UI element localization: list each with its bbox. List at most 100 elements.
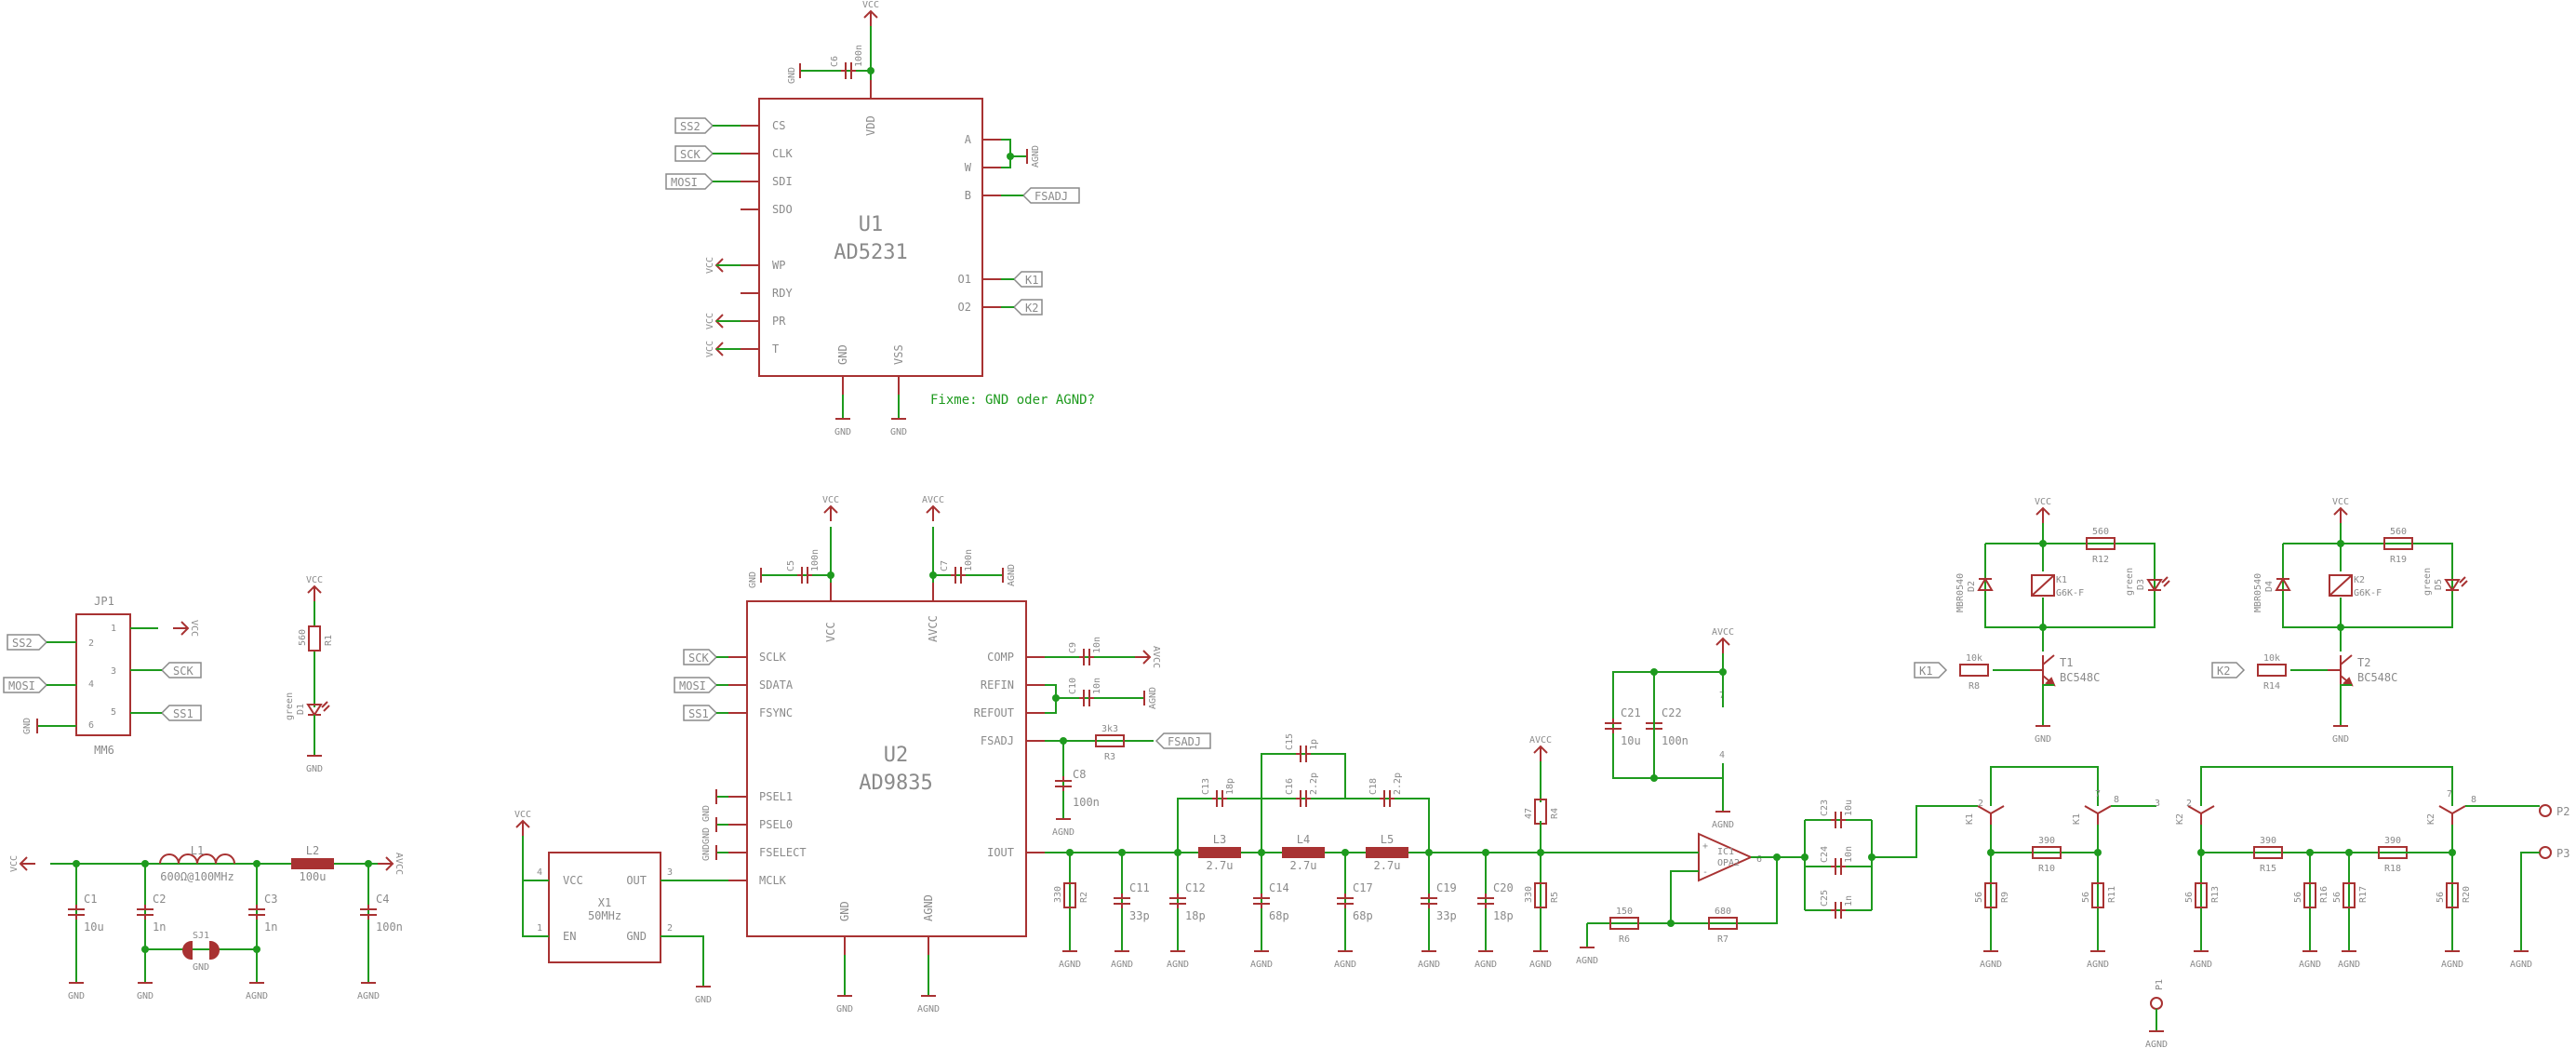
pin-number: 2 <box>1978 799 1983 809</box>
ground-label: AGND <box>1712 820 1734 830</box>
net-flag-sck: SCK <box>683 649 718 665</box>
ind-value: 100u <box>300 870 327 883</box>
cap-value: 10u <box>1844 799 1854 816</box>
ground-label: GND GND <box>701 805 712 844</box>
pin-label: PR <box>772 315 786 328</box>
ground-label: GND <box>2332 734 2349 745</box>
ground-symbol: AGND <box>2087 950 2109 970</box>
pin-label: A <box>965 133 972 146</box>
pin-label: FSELECT <box>759 846 807 859</box>
pin-number: 3 <box>111 666 116 677</box>
ground-symbol: AGND <box>1250 950 1273 970</box>
opamp-minus: - <box>1702 867 1708 878</box>
res-name: R12 <box>2092 555 2109 565</box>
relay-name: K2 <box>2354 575 2365 585</box>
ground-symbol: AGND <box>2338 950 2360 970</box>
transistor-value: BC548C <box>2357 671 2397 684</box>
supply-label: VCC <box>2332 497 2349 507</box>
net-flag-mosi: MOSI <box>665 173 714 190</box>
cap-value: 2.2p <box>1309 773 1319 795</box>
ground-symbol: AGND <box>2510 950 2532 970</box>
diode-value: MBR0540 <box>1955 573 1966 612</box>
cap-name: C22 <box>1662 706 1682 719</box>
supply-symbol: AVCC <box>922 495 944 521</box>
relay-value: G6K-F <box>2354 588 2382 598</box>
pin-label: AGND <box>922 894 935 921</box>
net-flag-label: FSADJ <box>1168 735 1201 748</box>
pin-number: 2 <box>667 923 673 934</box>
cap-name: C4 <box>376 893 389 906</box>
relay-switch-k1-in: K1 <box>1965 805 2005 825</box>
pin-label: SDO <box>772 203 793 216</box>
net-flag-ss2: SS2 <box>674 117 714 134</box>
res-name: R8 <box>1969 681 1980 692</box>
cap-value: 10u <box>1621 734 1641 747</box>
ground-label: GND <box>137 991 153 1001</box>
transistor-name: T2 <box>2357 656 2370 669</box>
ground-symbol: AGND <box>1980 950 2002 970</box>
wire <box>1872 805 1978 858</box>
pin-number: 5 <box>111 707 116 718</box>
supply-label: AVCC <box>922 495 944 505</box>
ground-label: GND <box>701 844 712 861</box>
junction <box>1773 853 1781 861</box>
net-flag-label: FSADJ <box>1034 190 1068 203</box>
res-value: 390 <box>2260 836 2276 846</box>
ground-label: AGND <box>357 991 380 1001</box>
net-flag-label: K1 <box>1919 665 1932 678</box>
ground-label: AGND <box>1980 960 2002 970</box>
net-flag-label: MOSI <box>671 176 698 189</box>
pin-number: 7 <box>2095 789 2101 799</box>
res-name: R10 <box>2038 864 2055 874</box>
ground-symbol: AGND <box>1418 950 1440 970</box>
ground-symbol: AGND <box>1167 950 1189 970</box>
supply-label: AVCC <box>1712 627 1734 638</box>
wire <box>1587 857 1778 924</box>
res-name: R20 <box>2462 886 2472 903</box>
res-value: 56 <box>2436 892 2446 903</box>
ground-label: AGND <box>1111 960 1133 970</box>
ground-symbol: GND <box>68 982 85 1001</box>
chip-name: U1 <box>859 213 884 236</box>
junction <box>2039 624 2047 631</box>
pin-number: 8 <box>2114 795 2119 805</box>
ground-label: AGND <box>1250 960 1273 970</box>
supply-label: AVCC <box>1151 646 1161 668</box>
res-name: R15 <box>2260 864 2276 874</box>
ind-name: L3 <box>1213 833 1226 846</box>
pin-label: T <box>772 343 779 356</box>
chip-value: AD5231 <box>834 241 907 264</box>
pin-label: SDATA <box>759 679 794 692</box>
ind-value: 2.7u <box>1207 859 1234 872</box>
ground-symbol: GND <box>695 986 712 1005</box>
ground-symbol: AGND <box>1052 818 1074 838</box>
pin-label: CS <box>772 119 785 132</box>
pin-label: SCLK <box>759 651 787 664</box>
res-value: 56 <box>2184 892 2195 903</box>
pin-number: 3 <box>667 867 673 878</box>
res-name: R1 <box>324 635 334 646</box>
opamp-value: OPA2 <box>1717 858 1740 868</box>
res-value: 390 <box>2384 836 2401 846</box>
net-flag-label: SS1 <box>173 707 194 720</box>
ind-name: L2 <box>306 844 319 857</box>
cap-value: 100n <box>376 920 403 934</box>
supply-symbol: VCC <box>862 0 879 26</box>
cap-value: 10n <box>1092 678 1102 694</box>
supply-label: VCC <box>2035 497 2051 507</box>
cap-name: C2 <box>153 893 166 906</box>
opamp-plus: + <box>1702 841 1708 852</box>
cap-name: C7 <box>940 560 950 571</box>
pin-label: EN <box>563 930 576 943</box>
switch-name: K1 <box>2072 813 2082 825</box>
res-value: 56 <box>2332 892 2342 903</box>
